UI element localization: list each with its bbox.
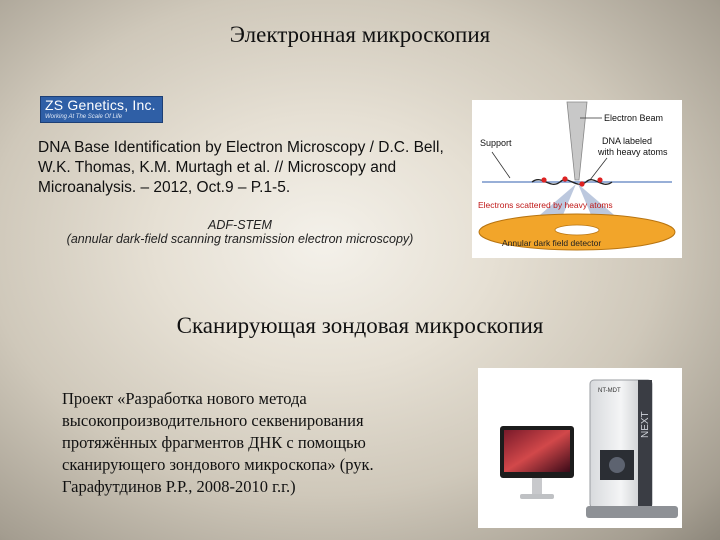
section-title-scanning-probe: Сканирующая зондовая микроскопия <box>176 313 544 338</box>
adf-stem-diagram-svg: Electron Beam Support DNA labeled with h… <box>478 101 676 251</box>
heavy-atom-3 <box>579 181 585 187</box>
adf-stem-diagram: Electron Beam Support DNA labeled with h… <box>472 100 682 258</box>
project-line-4: сканирующего зондового микроскопа» (рук. <box>62 455 374 474</box>
microscope-base <box>586 506 678 518</box>
label-detector: Annular dark field detector <box>502 238 601 248</box>
monitor-base <box>520 494 554 499</box>
logo-tagline: Working At The Scale Of Life <box>45 114 123 120</box>
dna-strand <box>531 179 613 185</box>
adf-stem-caption: ADF-STEM (annular dark-field scanning tr… <box>30 218 450 246</box>
zs-genetics-logo: ZS Genetics, Inc. Working At The Scale O… <box>40 96 163 123</box>
heavy-atom-4 <box>597 177 603 183</box>
device-brand: NEXT <box>640 411 651 438</box>
adf-subtitle: (annular dark-field scanning transmissio… <box>66 232 414 246</box>
adf-title: ADF-STEM <box>208 218 272 232</box>
label-support: Support <box>480 138 512 148</box>
detector-hole <box>554 224 600 236</box>
logo-name: ZS Genetics, Inc. <box>45 97 156 113</box>
scatter-cone-right <box>578 184 620 222</box>
project-description: Проект «Разработка нового метода высокоп… <box>62 388 472 498</box>
heavy-atom-2 <box>562 176 568 182</box>
ntmdt-next-microscope-photo: NT-MDT NEXT <box>478 368 682 528</box>
monitor-screen <box>504 430 570 472</box>
section-title-electron-microscopy: Электронная микроскопия <box>229 22 491 47</box>
label-dna-line2: with heavy atoms <box>597 147 668 157</box>
project-line-2: высокопроизводительного секвенирования <box>62 411 364 430</box>
label-electron-beam: Electron Beam <box>604 113 663 123</box>
reference-citation: DNA Base Identification by Electron Micr… <box>38 139 444 196</box>
heavy-atom-1 <box>541 177 547 183</box>
support-pointer <box>491 151 511 179</box>
project-line-5: Гарафутдинов Р.Р., 2008-2010 г.г.) <box>62 477 296 496</box>
dna-pointer <box>589 157 608 181</box>
label-scattered: Electrons scattered by heavy atoms <box>478 200 613 210</box>
label-dna-line1: DNA labeled <box>602 136 652 146</box>
device-label: NT-MDT <box>598 388 621 394</box>
sample-stage <box>609 457 625 473</box>
project-line-3: протяжённых фрагментов ДНК с помощью <box>62 433 366 452</box>
scatter-cone-left <box>534 184 576 222</box>
tower-dark-panel <box>638 380 652 508</box>
monitor-stand <box>532 478 542 496</box>
project-line-1: Проект «Разработка нового метода <box>62 389 307 408</box>
electron-beam-shape <box>566 101 588 181</box>
microscope-photo-svg: NT-MDT NEXT <box>500 379 678 518</box>
